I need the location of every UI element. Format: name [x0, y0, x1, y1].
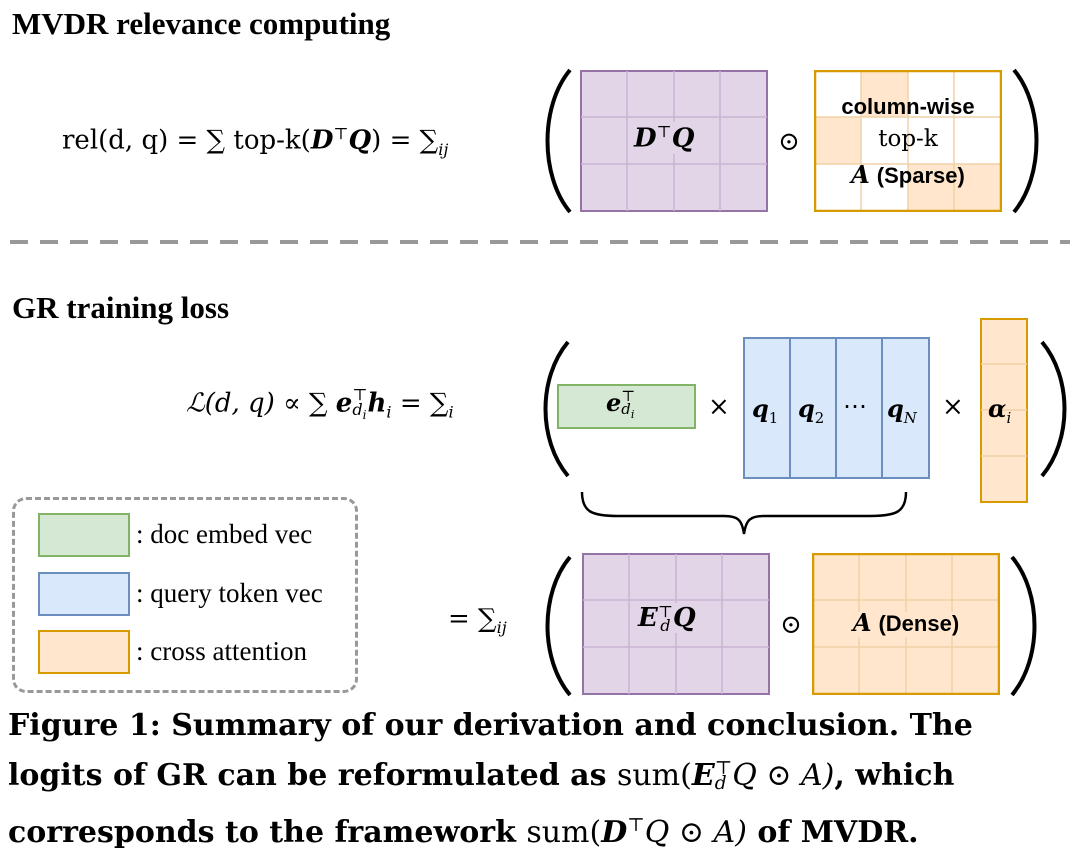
caption-l3-sum: sum( [526, 815, 602, 850]
figure-caption-line3: corresponds to the framework sum(D⊤Q ⊙ A… [8, 800, 919, 859]
gr-eq-h: h [367, 388, 387, 419]
q1-sub: 1 [768, 408, 779, 427]
dense-a: A [852, 608, 872, 637]
mvdr-eq-d: D [310, 125, 334, 156]
gr-eq2-lhs: = ∑ [448, 604, 497, 634]
left-paren-gr [543, 340, 570, 478]
caption-l2-sum: sum( [616, 758, 692, 793]
section-title-mvdr: MVDR relevance computing [12, 6, 391, 41]
doc-e: e [606, 388, 622, 417]
matrix-a-sparse-grid [814, 70, 1002, 212]
sparse-label-line1: column-wise [841, 94, 975, 119]
query-token-q2: q2 [798, 394, 824, 427]
mvdr-eq-q: Q [348, 125, 372, 156]
caption-l2-rest: Q ⊙ A) [732, 758, 835, 793]
gr-eq-i: i [362, 407, 367, 422]
legend-label-query: : query token vec [136, 578, 323, 608]
alpha: α [988, 394, 1007, 423]
caption-l3-rest: Q ⊙ A) [644, 815, 747, 850]
left-paren-gr2 [545, 555, 572, 697]
sparse-label-line3: A (Sparse) [814, 160, 1002, 189]
matrix-transpose: ⊤ [656, 122, 672, 141]
doc-di: di [621, 399, 635, 421]
gr-eq-di: di [352, 399, 367, 422]
doc-d: d [621, 399, 631, 418]
matrix-e-t: ⊤ [657, 602, 673, 622]
legend-swatch-doc [38, 513, 130, 557]
query-token-q1: q1 [752, 394, 778, 427]
caption-l3-d: D [601, 815, 628, 850]
doc-embed-label: e⊤di [606, 386, 636, 421]
times-operator-2: × [942, 392, 964, 422]
figure-caption-line2: logits of GR can be reformulated as sum(… [8, 750, 954, 802]
gr-equation-2: = ∑ij [448, 604, 507, 637]
q2-sub: 2 [814, 408, 825, 427]
qn-sub: N [903, 408, 917, 427]
right-paren-mvdr [1012, 68, 1039, 214]
alpha-label: αi [988, 394, 1011, 427]
gr-eq-e: e [335, 388, 353, 419]
query-token-matrix [743, 337, 930, 479]
sparse-label-line2: top-k [878, 126, 938, 152]
figure-caption-line1: Figure 1: Summary of our derivation and … [8, 708, 973, 743]
matrix-dtq-label: D⊤Q [632, 122, 697, 154]
right-paren-gr2 [1010, 555, 1037, 697]
qn: q [887, 394, 904, 423]
matrix-e-d: d [660, 616, 671, 635]
legend-label-attention: : cross attention [136, 636, 307, 666]
doc-t: ⊤ [621, 386, 636, 405]
legend-box [12, 497, 358, 693]
doc-i: i [630, 407, 635, 421]
caption-l2-t: ⊤ [714, 758, 733, 780]
mvdr-eq-transpose: ⊤ [333, 124, 349, 143]
gr-eq-d: d [352, 399, 363, 419]
caption-l2-end: , which [834, 758, 955, 793]
mvdr-eq-sum: ) = ∑ [371, 125, 439, 156]
mvdr-eq-sub: ij [438, 139, 449, 159]
odot-operator-top: ⊙ [778, 127, 800, 157]
q2: q [798, 394, 815, 423]
caption-l3-end: of MVDR. [746, 815, 919, 850]
gr-eq-eq: = ∑ [399, 388, 449, 419]
query-token-dots: ⋯ [843, 392, 867, 420]
q1: q [752, 394, 769, 423]
sparse-tag: (Sparse) [876, 163, 965, 188]
query-token-qn: qN [887, 394, 917, 427]
matrix-e-q: Q [672, 603, 696, 633]
mvdr-eq-lhs: rel(d, q) = ∑ top-k( [62, 125, 311, 156]
section-divider [10, 240, 1070, 244]
curly-brace [580, 491, 908, 535]
left-paren-mvdr [545, 68, 572, 214]
dense-label: A (Dense) [812, 608, 1000, 637]
gr-eq-sub: i [448, 402, 454, 422]
dense-label-bg: A (Dense) [850, 608, 962, 637]
caption-l3-t: ⊤ [627, 815, 645, 836]
matrix-e: E [638, 603, 658, 633]
legend-swatch-attention [38, 630, 130, 674]
matrix-q: Q [671, 123, 695, 154]
legend-label-doc: : doc embed vec [136, 519, 313, 549]
gr-eq-h-sub: i [386, 402, 392, 422]
gr-eq2-sub: ij [496, 618, 507, 638]
caption-l2-text: logits of GR can be reformulated as [8, 758, 617, 793]
sparse-a: A [851, 160, 870, 189]
odot-operator-bottom: ⊙ [780, 610, 802, 640]
caption-l2-e: E [691, 758, 715, 793]
mvdr-equation: rel(d, q) = ∑ top-k(D⊤Q) = ∑ij [62, 124, 448, 159]
matrix-d: D [634, 123, 657, 154]
right-paren-gr [1040, 340, 1067, 478]
alpha-sub: i [1006, 408, 1012, 427]
dense-tag: (Dense) [878, 611, 960, 636]
caption-l2-d: d [714, 773, 727, 794]
alpha-vector [980, 318, 1028, 503]
times-operator-1: × [708, 392, 730, 422]
gr-eq-t: ⊤ [352, 385, 368, 404]
doc-embed-vector [557, 384, 696, 429]
legend-swatch-query [38, 572, 130, 616]
gr-eq-lhs: ℒ(d, q) ∝ ∑ [186, 388, 328, 419]
caption-l3-text: corresponds to the framework [8, 815, 527, 850]
section-title-gr: GR training loss [12, 290, 230, 325]
